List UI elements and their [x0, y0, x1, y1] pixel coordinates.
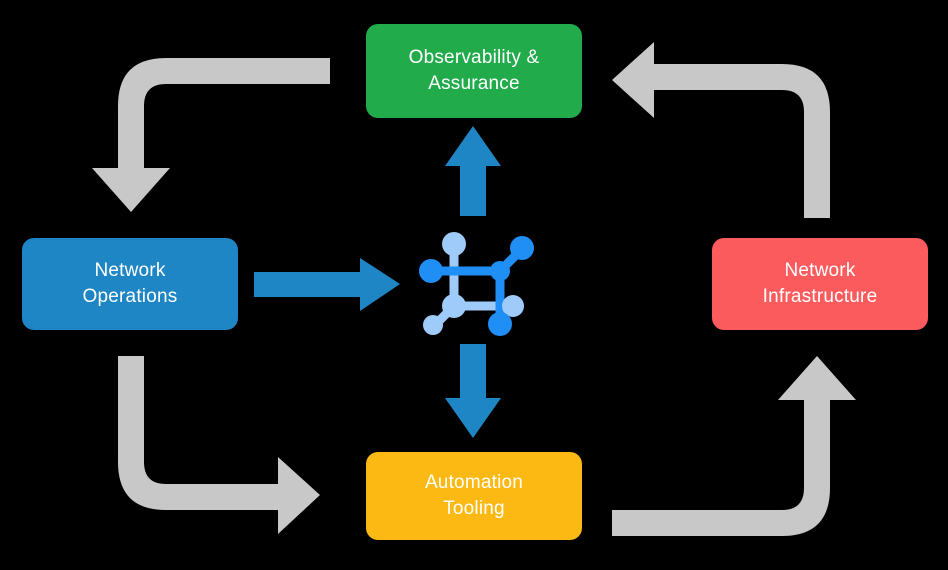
node-observability-label: Observability & Assurance [408, 47, 540, 94]
node-network-operations[interactable]: Network Operations [22, 238, 238, 330]
arrow-observability-to-operations [92, 58, 330, 212]
arrow-operations-to-automation [118, 356, 320, 534]
arrow-infrastructure-to-observability [612, 42, 830, 218]
network-nodes-secondary [423, 232, 524, 335]
node-automation-label: Automation Tooling [424, 472, 524, 519]
node-infrastructure-label: Network Infrastructure [762, 260, 878, 307]
network-topology-icon [419, 232, 534, 336]
node-operations-label: Network Operations [82, 260, 178, 307]
arrow-center-to-automation [445, 344, 501, 438]
arrow-center-to-observability [445, 126, 501, 216]
node-observability-assurance[interactable]: Observability & Assurance [366, 24, 582, 118]
arrow-operations-to-center [254, 258, 400, 311]
arrow-automation-to-infrastructure [612, 356, 856, 536]
network-nodes-primary [419, 236, 534, 336]
node-automation-tooling[interactable]: Automation Tooling [366, 452, 582, 540]
node-network-infrastructure[interactable]: Network Infrastructure [712, 238, 928, 330]
